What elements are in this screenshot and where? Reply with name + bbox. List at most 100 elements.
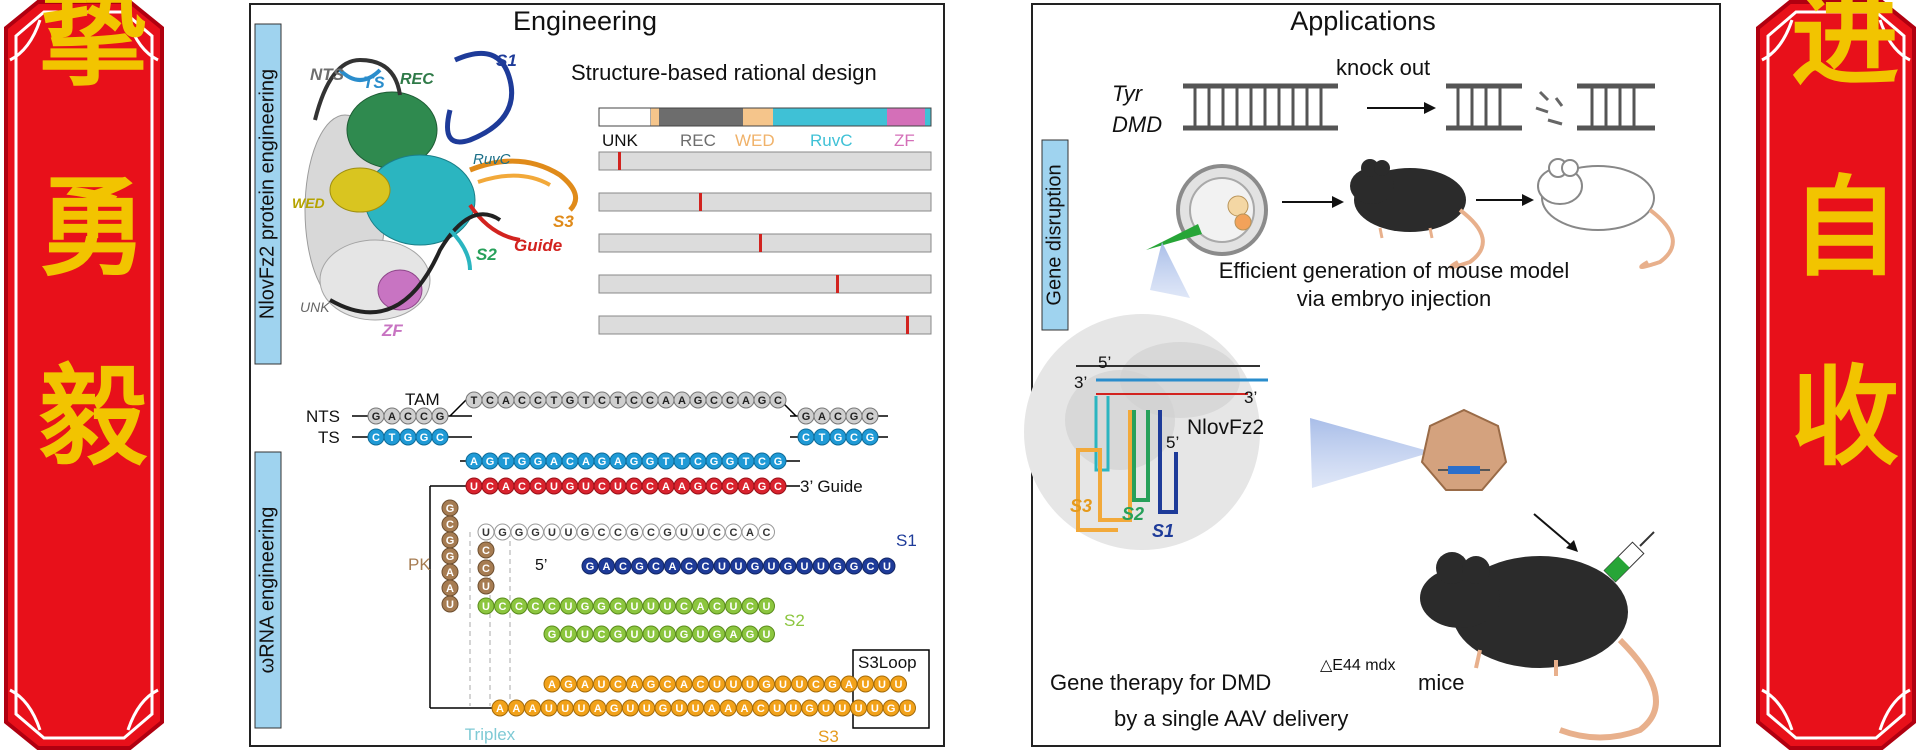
nucleotide-letter: C (436, 432, 444, 444)
nucleotide-letter: C (486, 395, 494, 407)
nucleotide-letter: C (812, 679, 820, 691)
nucleotide-letter: A (631, 679, 639, 691)
svg-text:3’: 3’ (1074, 373, 1087, 392)
nucleotide-letter: C (446, 519, 454, 531)
nucleotide (758, 625, 775, 643)
nucleotide-letter: C (867, 561, 875, 573)
tam-label: TAM (405, 390, 440, 409)
ts-label: TS (318, 428, 340, 447)
nucleotide-letter: C (372, 432, 380, 444)
nucleotide-letter: G (746, 629, 755, 641)
nucleotide-letter: G (372, 411, 381, 423)
nucleotide-letter: G (635, 561, 644, 573)
nucleotide (441, 595, 459, 613)
nucleotide-letter: T (389, 432, 396, 444)
nucleotide-letter: G (446, 503, 455, 515)
nucleotide-letter: U (581, 629, 589, 641)
svg-text:S2: S2 (1122, 504, 1144, 524)
cut-dna-icon (1446, 83, 1655, 131)
nucleotide-letter: U (482, 601, 490, 613)
nucleotide-letter: A (697, 601, 705, 613)
five-prime-label: 5’ (535, 557, 547, 574)
nucleotide-letter: A (680, 679, 688, 691)
nucleotide-letter: G (498, 527, 507, 539)
svg-text:NTS: NTS (310, 65, 345, 84)
nucleotide-letter: T (663, 456, 670, 468)
nucleotide-letter: A (470, 456, 478, 468)
knockout-label: knock out (1336, 55, 1430, 80)
nucleotide-letter: U (550, 481, 558, 493)
svg-text:5’: 5’ (1098, 353, 1111, 372)
nucleotide-letter: C (834, 411, 842, 423)
engineering-panel: Engineering NlovFz2 protein engineering … (249, 3, 945, 747)
nucleotide-letter: A (708, 703, 716, 715)
nucleotide (899, 699, 916, 717)
nucleotide-letter: U (647, 629, 655, 641)
nucleotide-letter: U (631, 601, 639, 613)
nucleotide-letter: C (614, 601, 622, 613)
nucleotide-letter: U (862, 679, 870, 691)
nucleotide-letter: A (662, 481, 670, 493)
nucleotide-letter: G (647, 679, 656, 691)
arrow-right-icon (1476, 194, 1534, 206)
nucleotide-letter: G (828, 679, 837, 691)
nucleotide-letter: U (735, 561, 743, 573)
nucleotide-letter: C (746, 601, 754, 613)
nucleotide-letter: T (615, 395, 622, 407)
nucleotide-letter: U (763, 629, 771, 641)
nucleotide (758, 523, 775, 541)
nucleotide-letter: G (646, 456, 655, 468)
nucleotide-letter: G (805, 703, 814, 715)
nucleotide-letter: T (471, 395, 478, 407)
nucleotide-letter: U (675, 703, 683, 715)
nucleotide-letter: C (726, 395, 734, 407)
nucleotide-letter: U (470, 481, 478, 493)
nucleotide-letter: G (630, 527, 639, 539)
nucleotide-letter: A (548, 679, 556, 691)
nucleotide-letter: U (855, 703, 863, 715)
nucleotide-letter: G (663, 527, 672, 539)
nucleotide-letter: C (566, 456, 574, 468)
nucleotide-letter: A (496, 703, 504, 715)
engineering-title: Engineering (513, 6, 657, 36)
design-title: Structure-based rational design (571, 60, 877, 85)
nucleotide-letter: A (581, 679, 589, 691)
nucleotide-letter: C (499, 601, 507, 613)
s3-label: S3 (818, 727, 839, 746)
nucleotide (769, 452, 787, 470)
nucleotide-letter: C (532, 601, 540, 613)
svg-text:Guide: Guide (514, 236, 562, 255)
nucleotide-letter: C (482, 545, 490, 557)
nucleotide-letter: G (758, 395, 767, 407)
nucleotide-letter: G (762, 679, 771, 691)
nucleotide-letter: C (647, 527, 655, 539)
nucleotide-letter: G (446, 551, 455, 563)
nucleotide (890, 675, 907, 693)
nucleotide (861, 407, 879, 425)
nucleotide-letter: U (796, 679, 804, 691)
nucleotide (431, 407, 449, 425)
nucleotide-letter: G (566, 481, 575, 493)
nucleotide-letter: A (512, 703, 520, 715)
nucleotide-letter: C (726, 481, 734, 493)
nucleotide-letter: U (614, 481, 622, 493)
nucleotide-letter: A (746, 527, 754, 539)
nucleotide-letter: G (751, 561, 760, 573)
applications-title: Applications (1290, 6, 1436, 36)
nucleotide-letter: C (630, 481, 638, 493)
triplex-label: Triplex (465, 725, 516, 744)
nucleotide-letter: G (564, 679, 573, 691)
nucleotide-letter: G (586, 561, 595, 573)
nucleotide-letter: C (774, 481, 782, 493)
nucleotide-letter: U (631, 629, 639, 641)
svg-text:RuvC: RuvC (473, 151, 511, 168)
nucleotide-letter: C (518, 395, 526, 407)
nucleotide (769, 391, 787, 409)
svg-text:UNK: UNK (300, 299, 330, 315)
gene-tyr: Tyr (1112, 81, 1144, 106)
